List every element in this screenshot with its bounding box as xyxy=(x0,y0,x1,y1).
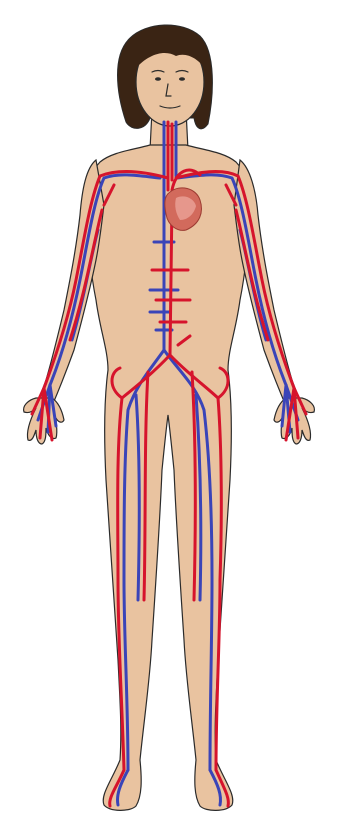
left-eye xyxy=(155,77,161,81)
right-eye xyxy=(179,77,185,81)
